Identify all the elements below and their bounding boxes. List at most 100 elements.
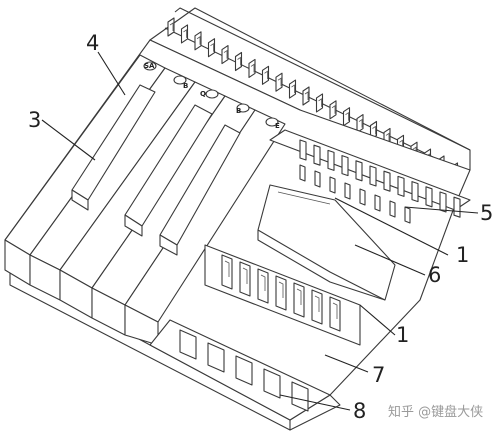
front-contact [275,275,287,311]
comb-tooth [439,191,447,213]
rail-slot-detail [385,132,390,142]
leader-1-upper [334,197,449,256]
leader-1-lower [359,304,396,336]
key-mark-b2: B [236,107,241,115]
callout-1-upper: 1 [456,243,469,267]
rail-slot-detail [331,105,336,114]
front-contact [311,289,323,325]
comb-tooth [453,196,461,218]
comb-tooth [411,181,419,203]
comb-tooth [355,160,363,182]
callout-1-lower: 1 [396,323,409,347]
callouts: 4 3 5 1 6 1 7 8 [28,31,493,423]
front-contact [239,261,251,297]
front-contact-bank [204,244,361,346]
rail-slot [329,100,337,120]
comb-tooth-lower [389,200,396,218]
leader-5 [404,206,479,214]
callout-8: 8 [353,399,366,423]
comb-tooth [383,170,391,192]
key-stack [4,54,286,346]
contact-comb-upper [269,129,471,224]
front-contact-detail [224,260,230,277]
cover-plate [257,184,396,301]
front-slot [207,342,225,373]
rail-slot [288,79,297,99]
rail-slot [356,114,364,134]
front-contact [329,296,341,332]
rail-slot-detail [210,42,214,52]
key-cap-hole [265,117,279,127]
rail-slot-detail [358,118,363,128]
rail-slot [194,31,202,51]
rail-slot-detail [291,84,295,94]
callout-4: 4 [86,31,99,55]
front-contact [221,254,233,290]
rail-slot-detail [304,91,309,100]
key-mark-b1: B [183,82,188,90]
comb-tooth-lower [359,188,366,206]
rail-slot-detail [250,63,255,73]
front-slot-row [149,319,331,421]
front-contact-detail [314,295,320,312]
front-slot [179,329,197,360]
rail-slot [207,38,216,58]
rail-slot [221,45,229,65]
rail-slot [261,65,270,85]
rail-slot-detail [345,111,349,121]
comb-tooth [327,149,335,171]
front-slot [291,381,309,412]
rail-slot [234,51,243,72]
rail-slot-detail [196,36,201,45]
key-mark-q: Q [200,90,206,98]
front-contact [293,282,305,318]
comb-tooth [425,186,433,208]
callout-3: 3 [28,108,41,132]
rail-slot [315,93,324,113]
key-cap-hole [173,75,187,85]
rail-slot-detail [277,77,282,87]
comb-tooth [313,144,321,166]
rail-slot [302,86,310,106]
front-contact-detail [278,281,284,298]
comb-tooth-lower [374,194,381,212]
comb-tooth-lower [329,176,336,194]
key-mark-e: E [275,122,280,130]
key-cap-hole [205,89,219,99]
callout-7: 7 [372,363,385,387]
callout-5: 5 [480,201,493,225]
rail-slot [248,58,256,78]
key-cap-hole [236,103,250,113]
rail-slot-detail [372,125,376,135]
front-contact-detail [260,274,266,291]
key-mark-sa: SA [144,62,155,70]
front-contact-detail [242,267,248,284]
leader-6 [354,244,426,276]
front-contact-detail [296,288,302,305]
comb-tooth [299,139,307,161]
rail-slot-detail [223,49,228,59]
leader-3 [41,119,96,161]
front-slot [235,355,253,386]
rail-slot-detail [183,29,187,38]
comb-tooth [341,155,349,177]
rail-slot [342,107,351,127]
front-contact [257,268,269,304]
comb-tooth [369,165,377,187]
comb-tooth-lower [299,164,306,182]
leader-7 [324,354,369,373]
key-marks: SA B Q B E [144,62,280,130]
rail-slot-detail [169,22,174,31]
watermark: 知乎 @键盘大侠 [388,404,483,420]
callout-6: 6 [428,263,441,287]
front-slot [263,368,281,399]
key-cap-hole [143,61,157,71]
comb-tooth-lower [314,170,321,188]
rail-slot-detail [237,56,241,66]
rail-slot [180,24,189,44]
leader-8 [279,394,351,411]
comb-tooth-lower [344,182,351,200]
comb-tooth [397,175,405,197]
rail-slot-detail [264,70,268,80]
